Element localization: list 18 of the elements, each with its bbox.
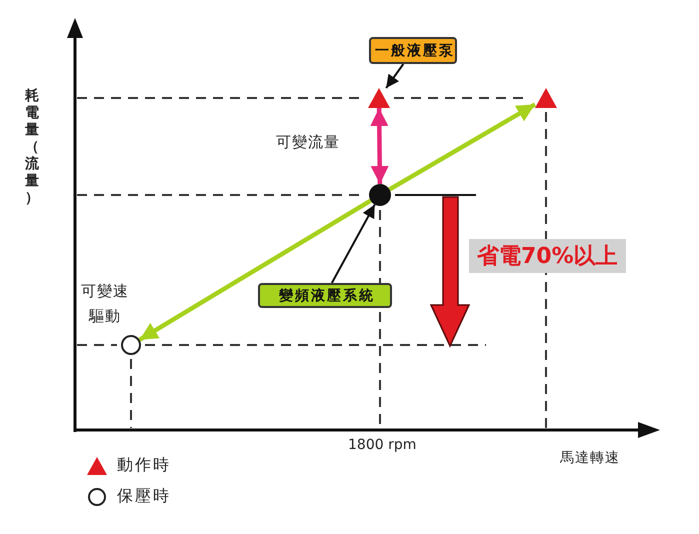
leader-line xyxy=(330,204,376,284)
legend-label: 動作時 xyxy=(117,455,171,476)
pump-tag: 一般液壓泵 xyxy=(369,37,457,64)
arrow xyxy=(388,102,536,192)
edge-label: 可變流量 xyxy=(276,133,340,152)
arrow xyxy=(370,108,389,184)
arrow xyxy=(138,198,372,342)
triangle-marker xyxy=(368,88,390,108)
node-caption: 可變速驅動 xyxy=(80,281,130,327)
legend-label: 保壓時 xyxy=(117,486,171,507)
tick-label: 1800 rpm xyxy=(348,437,416,453)
axis-title: 耗電量（流量） xyxy=(24,88,40,207)
operating-point-dot xyxy=(369,184,391,206)
leader-line xyxy=(385,63,404,89)
axis-title: 馬達轉速 xyxy=(560,449,620,467)
triangle-marker xyxy=(535,88,557,108)
system-tag: 變頻液壓系統 xyxy=(258,283,392,308)
savings-label: 省電70%以上 xyxy=(469,239,626,273)
